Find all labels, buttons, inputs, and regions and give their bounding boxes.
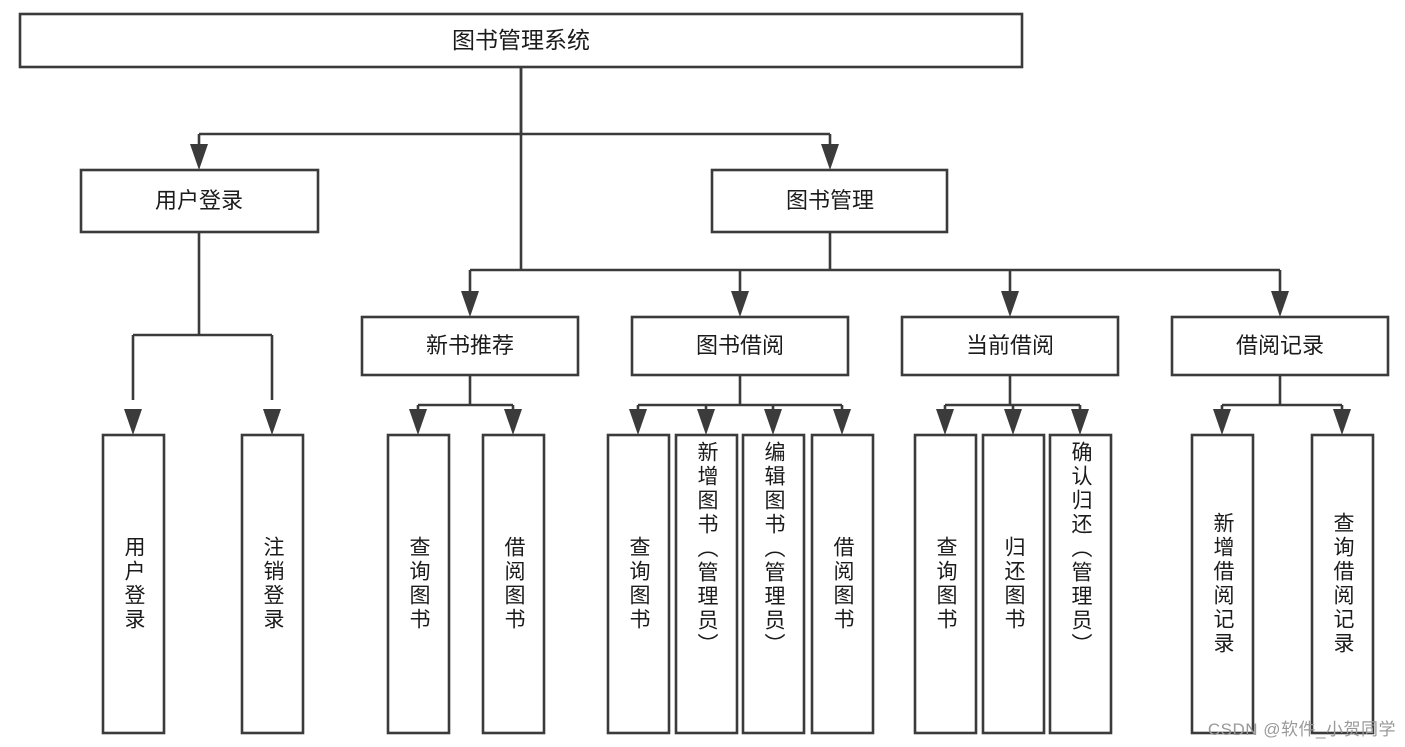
arrow-icon-to-user-login xyxy=(190,144,208,170)
arrow-icon-borrow-record-leaf-2 xyxy=(1333,409,1351,435)
arrow-icon-to-new-book xyxy=(461,291,479,317)
node-root-label: 图书管理系统 xyxy=(452,27,590,53)
leaf-box-new-book-2[interactable] xyxy=(481,433,546,735)
leaf-box-current-borrow-2[interactable] xyxy=(981,433,1046,735)
node-user-login-label: 用户登录 xyxy=(155,188,243,213)
node-book-borrow-box[interactable] xyxy=(630,315,850,377)
leaf-box-borrow-record-2[interactable] xyxy=(1310,433,1375,735)
arrow-icon-current-borrow-leaf-1 xyxy=(936,409,954,435)
leaf-box-book-borrow-3[interactable] xyxy=(741,433,806,735)
arrow-icon-new-book-leaf-1 xyxy=(409,409,427,435)
arrow-icon-book-borrow-leaf-2 xyxy=(697,409,715,435)
arrow-icon-to-book-borrow xyxy=(731,291,749,317)
leaf-box-new-book-1[interactable] xyxy=(386,433,451,735)
leaf-box-current-borrow-3[interactable] xyxy=(1048,433,1113,735)
leaf-box-user-login-1[interactable] xyxy=(101,433,166,735)
node-current-borrow-label: 当前借阅 xyxy=(966,333,1054,358)
arrow-icon-to-current-borrow xyxy=(1001,291,1019,317)
node-book-mgmt-box[interactable] xyxy=(710,168,949,234)
node-borrow-record-label: 借阅记录 xyxy=(1236,333,1324,358)
leaf-box-borrow-record-1[interactable] xyxy=(1190,433,1255,735)
node-group: 图书管理系统 用户登录 图书管理 新书推荐 图书借阅 当前借阅 借阅记录 xyxy=(18,12,1390,735)
node-current-borrow-box[interactable] xyxy=(900,315,1120,377)
arrow-icon-book-borrow-leaf-3 xyxy=(764,409,782,435)
node-user-login-box[interactable] xyxy=(79,168,320,234)
node-new-book-label: 新书推荐 xyxy=(426,333,514,358)
node-new-book-box[interactable] xyxy=(360,315,580,377)
node-borrow-record-box[interactable] xyxy=(1170,315,1390,377)
arrow-icon-to-book-mgmt xyxy=(821,144,839,170)
arrow-icon-to-borrow-record xyxy=(1271,291,1289,317)
node-root-box[interactable] xyxy=(18,12,1024,69)
arrow-icon-new-book-leaf-2 xyxy=(504,409,522,435)
arrow-icon-current-borrow-leaf-3 xyxy=(1071,409,1089,435)
leaf-box-book-borrow-1[interactable] xyxy=(606,433,671,735)
leaf-box-current-borrow-1[interactable] xyxy=(913,433,978,735)
arrow-icon-user-login-leaf-2 xyxy=(263,409,281,435)
arrow-icon-book-borrow-leaf-1 xyxy=(629,409,647,435)
watermark-text: CSDN @软件_小贺同学 xyxy=(1207,720,1396,739)
arrow-icon-user-login-leaf-1 xyxy=(124,409,142,435)
leaf-box-book-borrow-4[interactable] xyxy=(810,433,875,735)
arrow-icon-current-borrow-leaf-2 xyxy=(1004,409,1022,435)
node-book-mgmt-label: 图书管理 xyxy=(786,188,874,213)
arrow-icon-book-borrow-leaf-4 xyxy=(833,409,851,435)
leaf-box-book-borrow-2[interactable] xyxy=(674,433,739,735)
node-book-borrow-label: 图书借阅 xyxy=(696,333,784,358)
leaf-box-user-login-2[interactable] xyxy=(240,433,305,735)
connector-group xyxy=(124,67,1351,435)
arrow-icon-borrow-record-leaf-1 xyxy=(1213,409,1231,435)
